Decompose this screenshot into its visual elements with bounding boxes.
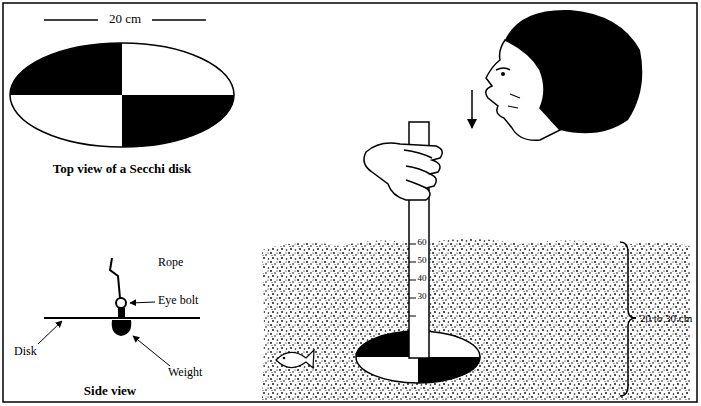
part-label: Disk — [14, 345, 37, 358]
figure-caption: Top view of a Secchi disk — [53, 162, 192, 176]
dimension-line — [152, 19, 206, 21]
secchi-disk-top — [10, 43, 234, 147]
observer-head — [486, 10, 643, 140]
scale-number: 30 — [418, 292, 427, 302]
secchi-disk-side — [44, 258, 200, 336]
fish — [276, 350, 314, 368]
part-label: Weight — [168, 366, 202, 379]
sight-arrow — [471, 90, 473, 128]
part-label: Eye bolt — [158, 294, 198, 307]
part-label: Rope — [158, 256, 183, 269]
leader-line — [38, 321, 62, 344]
scale-number: 60 — [418, 238, 427, 248]
leader-line — [130, 302, 155, 303]
pole-ticks — [409, 244, 416, 316]
hand — [364, 143, 442, 200]
dimension-line — [44, 19, 98, 21]
scale-number: 40 — [418, 274, 427, 284]
leader-line — [133, 336, 170, 366]
scale-number: 50 — [418, 256, 427, 266]
depth-bracket — [620, 242, 636, 396]
water-stipple — [262, 239, 690, 400]
dimension-label: 20 cm — [109, 12, 141, 26]
frame — [3, 3, 697, 402]
dimension-label: 20 to 30 cm — [640, 312, 692, 324]
figure-caption: Side view — [84, 384, 136, 398]
